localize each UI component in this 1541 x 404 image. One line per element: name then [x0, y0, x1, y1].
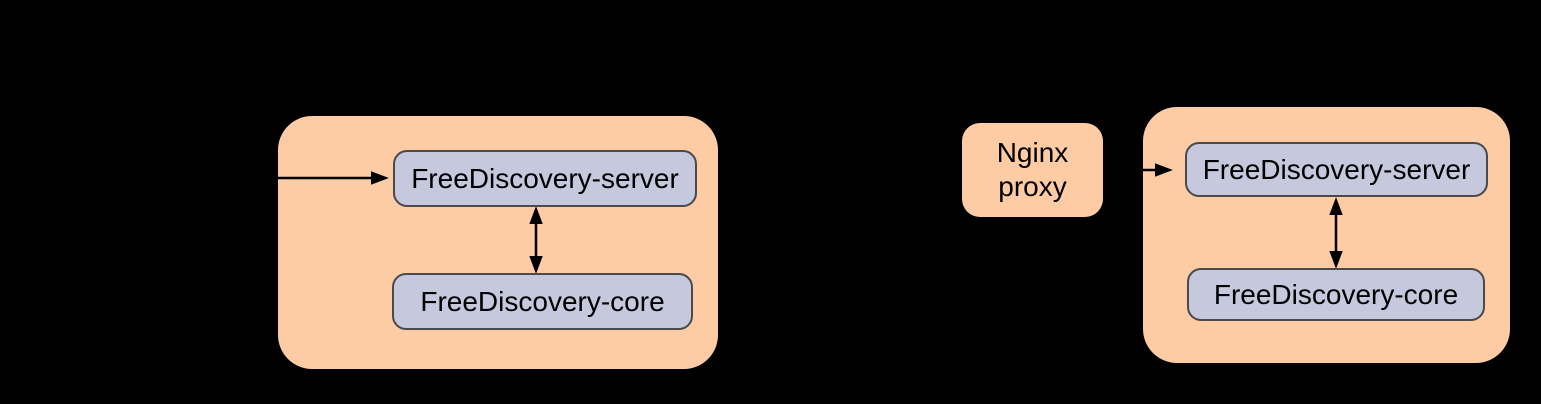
freediscovery-server-node-right: FreeDiscovery-server	[1185, 142, 1488, 197]
nginx-proxy-node: Nginx proxy	[962, 123, 1103, 217]
nginx-proxy-label-line2: proxy	[998, 171, 1067, 202]
nginx-proxy-label-line1: Nginx	[996, 137, 1069, 168]
freediscovery-server-node-left: FreeDiscovery-server	[393, 150, 697, 207]
freediscovery-core-node-right: FreeDiscovery-core	[1187, 268, 1485, 321]
freediscovery-core-node-left: FreeDiscovery-core	[392, 273, 693, 330]
